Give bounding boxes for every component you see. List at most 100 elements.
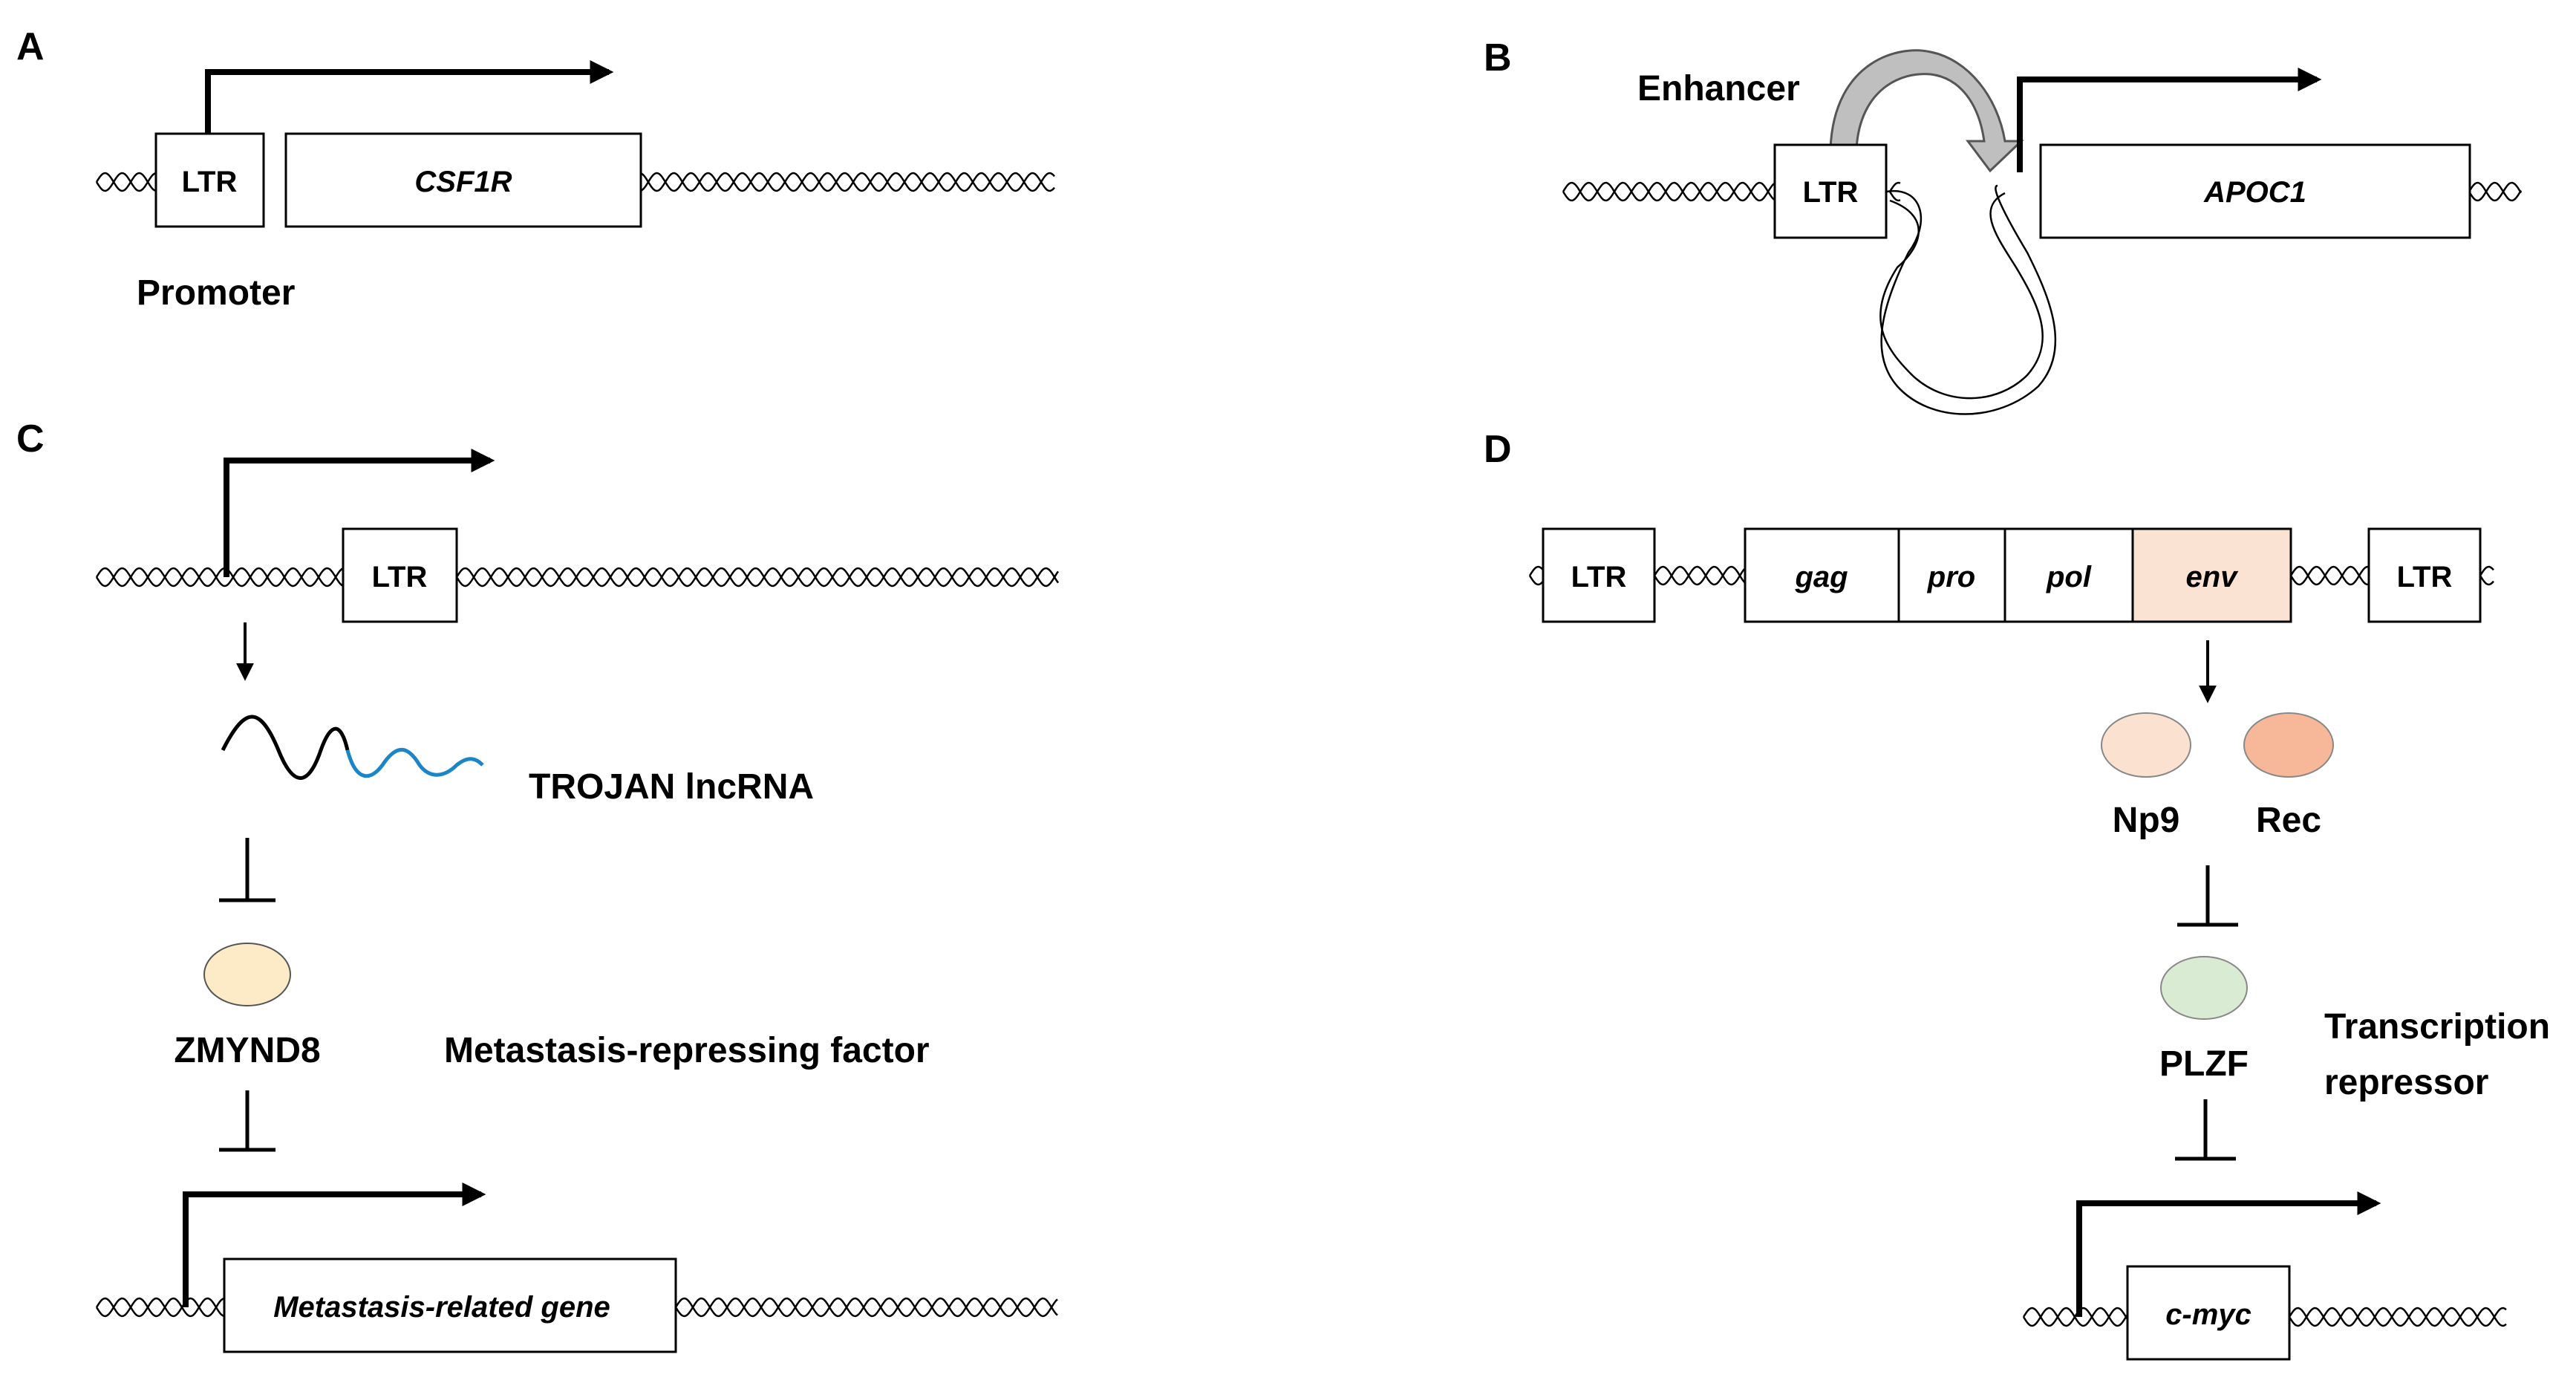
- dna-helix-line: [630, 172, 1055, 192]
- ltr-box-label: LTR: [182, 166, 238, 198]
- metastasis-gene-label: Metastasis-related gene: [273, 1291, 610, 1324]
- dna-helix-line: [630, 172, 1055, 192]
- pol-gene-label: pol: [2046, 561, 2092, 593]
- dna-strand: [95, 172, 157, 192]
- dna-strand: [95, 1297, 225, 1318]
- promoter-caption: Promoter: [137, 273, 295, 313]
- inhibition-bar: [2177, 865, 2238, 927]
- dna-helix-line: [1528, 565, 1544, 576]
- dna-strand: [2022, 1307, 2129, 1327]
- panel-a-label: A: [16, 25, 45, 68]
- dna-helix-line: [95, 172, 157, 192]
- transcription-arrow: [183, 1182, 486, 1307]
- lncrna-wave-black: [221, 715, 350, 780]
- rec-protein: [2243, 712, 2334, 778]
- dna-helix-line: [2288, 1307, 2507, 1327]
- promoter-arrow: [205, 60, 614, 134]
- dna-strand: [1653, 565, 1746, 586]
- ltr-box-left: [1542, 527, 1656, 623]
- dna-helix-line: [1528, 575, 1544, 586]
- dna-strand: [1562, 181, 1775, 202]
- dna-loop: [1880, 184, 2057, 415]
- dna-helix-line: [2289, 565, 2369, 586]
- dna-helix-line: [1562, 181, 1775, 202]
- csf1r-gene-label: CSF1R: [414, 166, 512, 198]
- dna-strand: [1528, 565, 1544, 586]
- dna-helix-line: [95, 172, 157, 192]
- dna-strand: [2289, 565, 2369, 586]
- c-myc-gene-box: [2126, 1265, 2291, 1361]
- ltr-box-right-label: LTR: [2397, 561, 2453, 593]
- env-gene-label: env: [2186, 561, 2240, 593]
- lncrna-label: TROJAN lncRNA: [529, 767, 814, 807]
- panel-c-label: C: [16, 417, 45, 461]
- ltr-box-label: LTR: [372, 561, 428, 593]
- dna-helix-line: [2289, 565, 2369, 586]
- apoc1-gene-label: APOC1: [2203, 176, 2306, 209]
- dna-strand: [674, 1297, 1058, 1318]
- dna-helix-line: [2022, 1307, 2129, 1327]
- gag-gene-box: [1744, 527, 1900, 623]
- dna-helix-line: [674, 1297, 1058, 1318]
- pro-gene-label: pro: [1927, 561, 1975, 593]
- dna-helix-line: [2468, 181, 2523, 202]
- panel-d: D LTR gag pro pol env LTR Np9 Rec PLZF T…: [1484, 428, 2550, 1361]
- apoc1-gene-box: [2039, 143, 2471, 239]
- panel-c: C LTR TROJAN lncRNA ZMYND8 Metastasis-re…: [16, 417, 1060, 1353]
- dna-helix-line: [1653, 565, 1746, 586]
- c-myc-gene-label: c-myc: [2165, 1298, 2251, 1331]
- dna-helix-line: [2479, 575, 2494, 586]
- dna-strand: [455, 567, 1060, 588]
- panel-b: B Enhancer LTR APOC1: [1484, 36, 2523, 415]
- dna-helix-line: [2479, 565, 2494, 576]
- pol-gene-box: [2003, 527, 2134, 623]
- panel-a: A LTR CSF1R Promoter: [16, 25, 1055, 313]
- dna-helix-line: [95, 1297, 225, 1318]
- ltr-box-right: [2367, 527, 2482, 623]
- dna-strand: [630, 172, 1055, 192]
- dna-helix-line: [455, 567, 1060, 588]
- enhancer-arrow: [1829, 49, 2024, 173]
- plzf-protein: [2160, 956, 2248, 1020]
- plzf-label: PLZF: [2159, 1044, 2249, 1084]
- inhibition-bar: [2175, 1099, 2236, 1161]
- panel-b-label: B: [1484, 36, 1512, 79]
- promoter-arrow: [2017, 68, 2322, 172]
- dna-helix-line: [2468, 181, 2523, 202]
- np9-protein: [2101, 712, 2191, 778]
- env-gene-box: [2131, 527, 2292, 623]
- dna-strand: [95, 567, 344, 588]
- ltr-box-label: LTR: [1803, 176, 1859, 209]
- zmynd8-label: ZMYND8: [174, 1031, 320, 1070]
- ltr-box: [1773, 143, 1888, 239]
- dna-strand: [2479, 565, 2494, 586]
- dna-helix-line: [1562, 181, 1775, 202]
- csf1r-gene-box: [284, 132, 642, 228]
- rec-label: Rec: [2256, 801, 2321, 840]
- metastasis-gene-box: [223, 1258, 677, 1353]
- dna-helix-line: [95, 567, 344, 588]
- dna-helix-line: [1653, 565, 1746, 586]
- inhibition-bar: [219, 1090, 275, 1152]
- transcription-arrow: [2076, 1191, 2381, 1317]
- dna-helix-line: [95, 1297, 225, 1318]
- ltr-box: [342, 527, 458, 623]
- repressor-description-line2: repressor: [2324, 1063, 2488, 1102]
- zmynd8-description: Metastasis-repressing factor: [444, 1031, 930, 1070]
- dna-helix-line: [1888, 191, 1901, 202]
- dna-helix-line: [2288, 1307, 2507, 1327]
- dna-strand: [2288, 1307, 2507, 1327]
- gag-gene-label: gag: [1794, 561, 1848, 593]
- dna-helix-line: [674, 1297, 1058, 1318]
- enhancer-caption: Enhancer: [1637, 69, 1800, 108]
- inhibition-bar: [219, 838, 275, 902]
- panel-d-label: D: [1484, 428, 1512, 471]
- zmynd8-protein: [203, 943, 291, 1006]
- lncrna-wave-blue: [345, 747, 484, 778]
- dna-loop: [1879, 192, 2044, 400]
- ltr-box-left-label: LTR: [1571, 561, 1627, 593]
- dna-helix-line: [1888, 181, 1901, 192]
- pro-gene-box: [1897, 527, 2006, 623]
- dna-helix-line: [455, 567, 1060, 588]
